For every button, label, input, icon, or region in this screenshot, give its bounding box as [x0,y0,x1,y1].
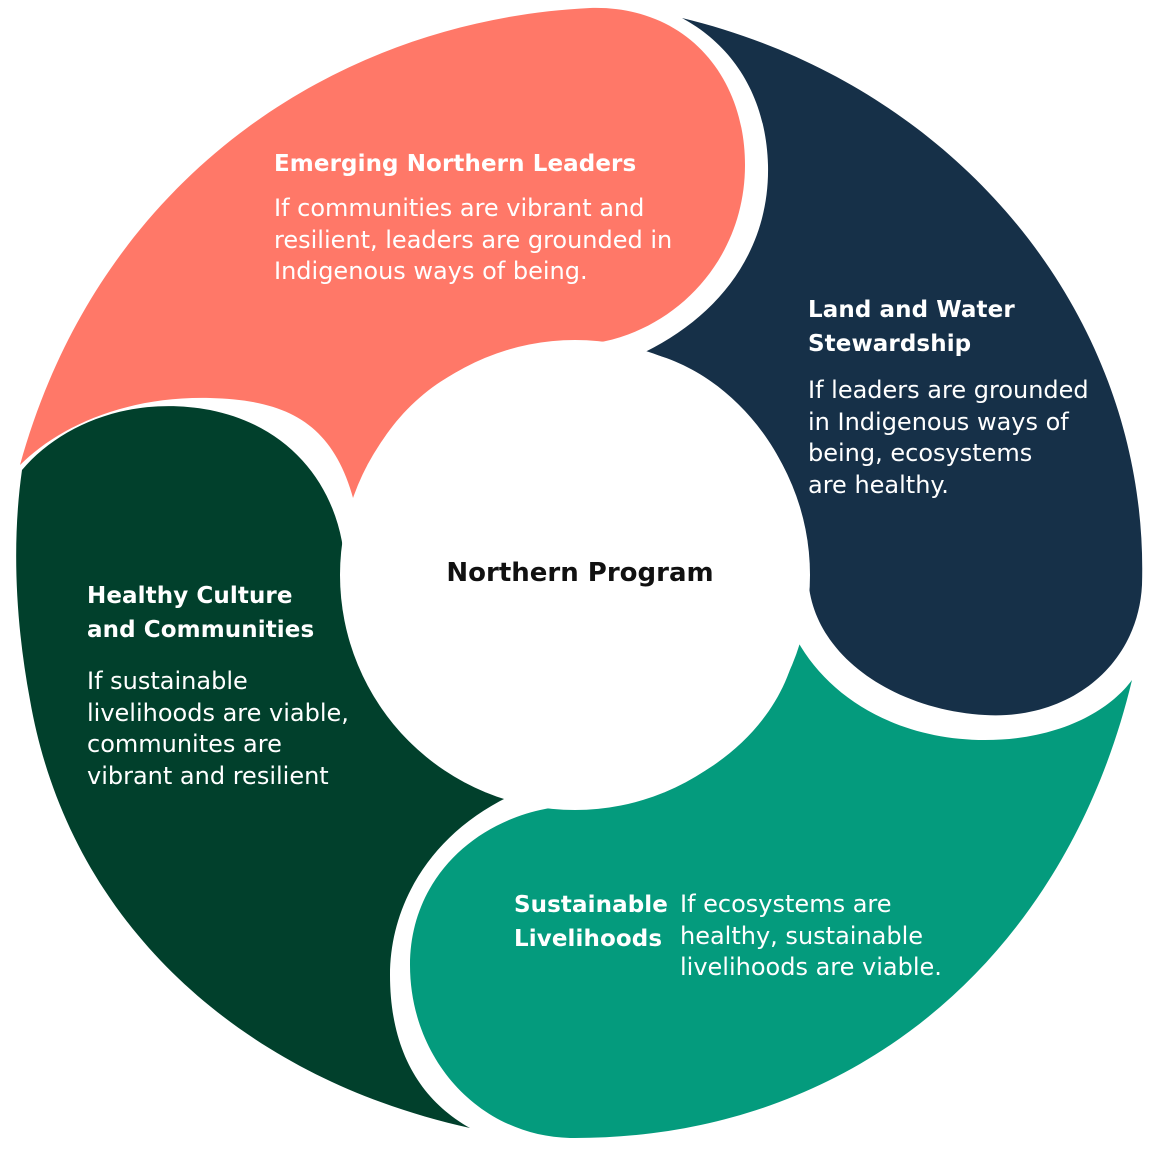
segment-land-water [645,18,1143,716]
segment-healthy-culture [16,406,508,1129]
emerging-leaders-title: Emerging Northern Leaders [274,151,637,177]
emerging-leaders-text: If communities are vibrant and resilient… [274,194,673,285]
center-circle [340,340,810,810]
segment-emerging-leaders [20,7,745,505]
land-water-title: Land and Water Stewardship [808,297,1015,357]
land-water-text: If leaders are grounded in Indigenous wa… [808,376,1089,499]
sustainable-livelihoods-title: Sustainable Livelihoods [514,892,668,952]
center-title: Northern Program [446,558,714,588]
segment-sustainable-livelihoods [410,640,1132,1139]
healthy-culture-title: Healthy Culture and Communities [87,583,315,643]
sustainable-livelihoods-text: If ecosystems are healthy, sustainable l… [680,890,942,981]
healthy-culture-text: If sustainable livelihoods are viable, c… [87,667,349,790]
